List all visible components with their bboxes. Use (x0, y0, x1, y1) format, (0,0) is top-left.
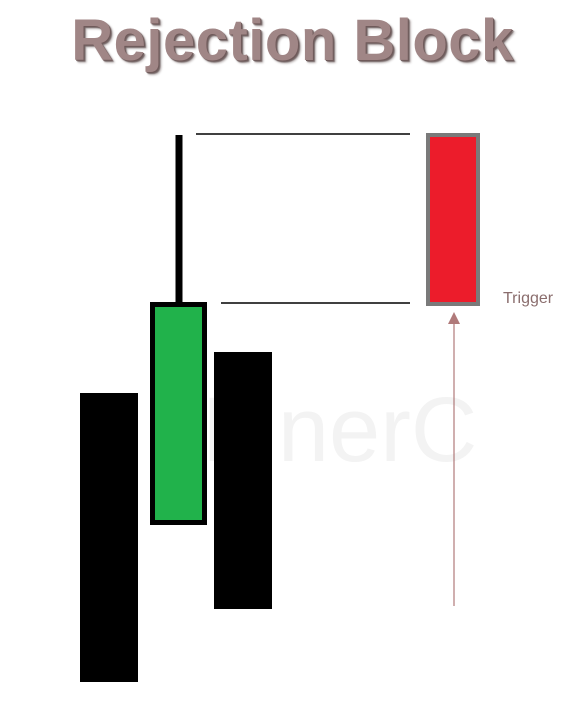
bullish-candle (150, 302, 207, 525)
bearish-candle-right (214, 352, 272, 609)
trigger-candle (426, 133, 480, 306)
trigger-label: Trigger (503, 290, 554, 307)
bearish-candle-left (80, 393, 138, 682)
page-title: Rejection Block (71, 8, 514, 73)
